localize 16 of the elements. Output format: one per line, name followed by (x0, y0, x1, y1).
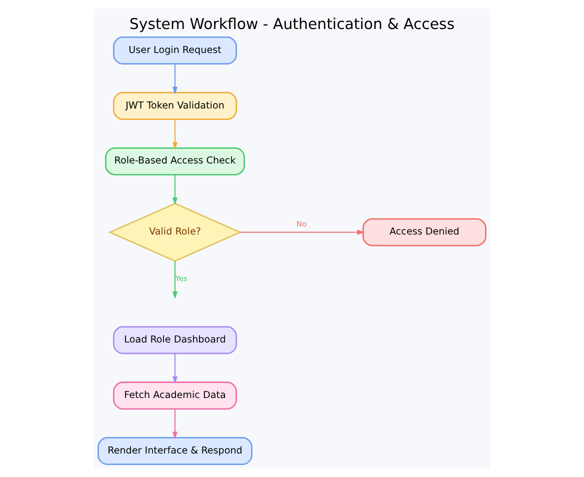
arrow (172, 174, 178, 205)
arrow (172, 261, 178, 299)
node-box: Render Interface & Respond (98, 437, 252, 466)
node-box: Fetch Academic Data (113, 382, 237, 410)
node-box: Access Denied (362, 218, 486, 246)
arrow (172, 409, 178, 440)
arrow (172, 64, 178, 94)
node-box: Load Role Dashboard (113, 326, 237, 354)
arrow (172, 119, 178, 150)
node-diamond: Valid Role? (108, 202, 242, 262)
node-box: JWT Token Validation (113, 92, 237, 120)
node-box: User Login Request (113, 36, 237, 65)
node-box: Role-Based Access Check (105, 147, 245, 176)
arrow (240, 230, 365, 235)
arrow (172, 354, 178, 384)
diagram-title: System Workflow - Authentication & Access (129, 14, 455, 33)
